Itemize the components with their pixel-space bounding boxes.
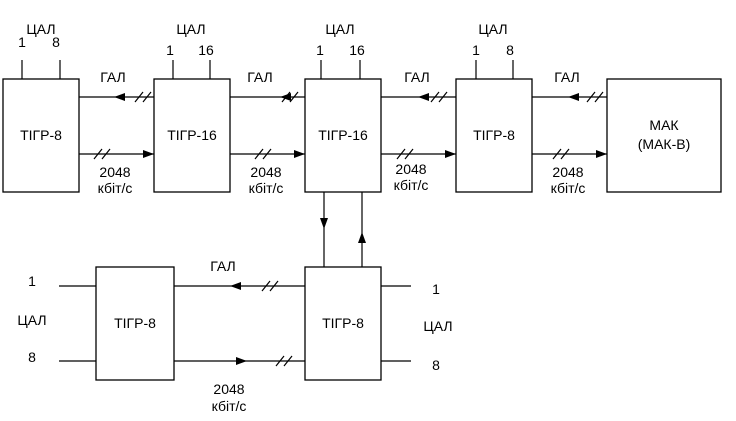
port-to: 8 (28, 349, 36, 365)
block-label: ТІГР-8 (20, 127, 62, 143)
link-b2-b3 (230, 91, 305, 160)
rate-value: 2048 (99, 164, 130, 180)
gal-label: ГАЛ (404, 69, 429, 85)
port-name: ЦАЛ (17, 312, 46, 328)
link-b1-b2 (79, 91, 154, 160)
port-name: ЦАЛ (423, 318, 452, 334)
gal-label: ГАЛ (554, 69, 579, 85)
right-port-labels: 1 ЦАЛ 8 (423, 281, 452, 373)
gal-label: ГАЛ (100, 69, 125, 85)
rate-label-4: 2048 кбіт/с (551, 164, 586, 196)
rate-label-3: 2048 кбіт/с (394, 161, 429, 193)
port-from: 1 (166, 42, 174, 58)
rate-value: 2048 (250, 164, 281, 180)
rate-unit: кбіт/с (249, 180, 284, 196)
port-to: 16 (349, 42, 365, 58)
block-label: ТІГР-16 (167, 127, 217, 143)
block-tigr8-4: ТІГР-8 (304, 266, 382, 381)
top-port-4-labels: ЦАЛ 1 8 (472, 21, 514, 58)
rate-label-2: 2048 кбіт/с (249, 164, 284, 196)
port-name: ЦАЛ (26, 21, 55, 37)
block-mak: МАК (МАК-В) (606, 78, 722, 193)
vertical-links (320, 192, 366, 267)
rate-unit: кбіт/с (394, 177, 429, 193)
block-tigr16-2: ТІГР-16 (304, 78, 382, 193)
block-tigr8-3: ТІГР-8 (95, 266, 175, 381)
block-tigr16-1: ТІГР-16 (153, 78, 231, 193)
port-to: 8 (52, 34, 60, 50)
top-port-3-labels: ЦАЛ 1 16 (316, 21, 365, 58)
rate-value: 2048 (552, 164, 583, 180)
gal-label: ГАЛ (247, 69, 272, 85)
block-label-line1: МАК (649, 117, 679, 133)
port-name: ЦАЛ (176, 21, 205, 37)
gal-label: ГАЛ (210, 258, 235, 274)
bottom-right-stubs (381, 285, 411, 362)
port-to: 8 (506, 42, 514, 58)
top-port-2-labels: ЦАЛ 1 16 (166, 21, 214, 58)
port-name: ЦАЛ (325, 21, 354, 37)
block-label: ТІГР-16 (318, 127, 368, 143)
rate-unit: кбіт/с (212, 398, 247, 414)
link-b3-b4 (381, 91, 456, 160)
block-label-line2: (МАК-В) (638, 136, 690, 152)
block-tigr8-2: ТІГР-8 (455, 78, 533, 193)
link-b4-mak (532, 91, 607, 160)
top-port-stubs (21, 60, 514, 79)
left-port-labels: 1 ЦАЛ 8 (17, 273, 46, 365)
block-tigr8-1: ТІГР-8 (2, 78, 80, 193)
block-label: ТІГР-8 (114, 315, 156, 331)
rate-unit: кбіт/с (98, 180, 133, 196)
port-to: 16 (198, 42, 214, 58)
rate-value: 2048 (213, 381, 244, 397)
top-port-1-labels: ЦАЛ 1 8 (18, 21, 60, 50)
port-to: 8 (432, 357, 440, 373)
rate-label-1: 2048 кбіт/с (98, 164, 133, 196)
port-from: 1 (28, 273, 36, 289)
rate-label-5: 2048 кбіт/с (212, 381, 247, 414)
block-label: ТІГР-8 (322, 315, 364, 331)
link-b6-b7 (174, 280, 305, 367)
bottom-left-stubs (59, 285, 96, 362)
port-name: ЦАЛ (478, 21, 507, 37)
block-label: ТІГР-8 (473, 127, 515, 143)
port-from: 1 (432, 281, 440, 297)
port-from: 1 (18, 34, 26, 50)
rate-unit: кбіт/с (551, 180, 586, 196)
port-from: 1 (472, 42, 480, 58)
rate-value: 2048 (395, 161, 426, 177)
port-from: 1 (316, 42, 324, 58)
